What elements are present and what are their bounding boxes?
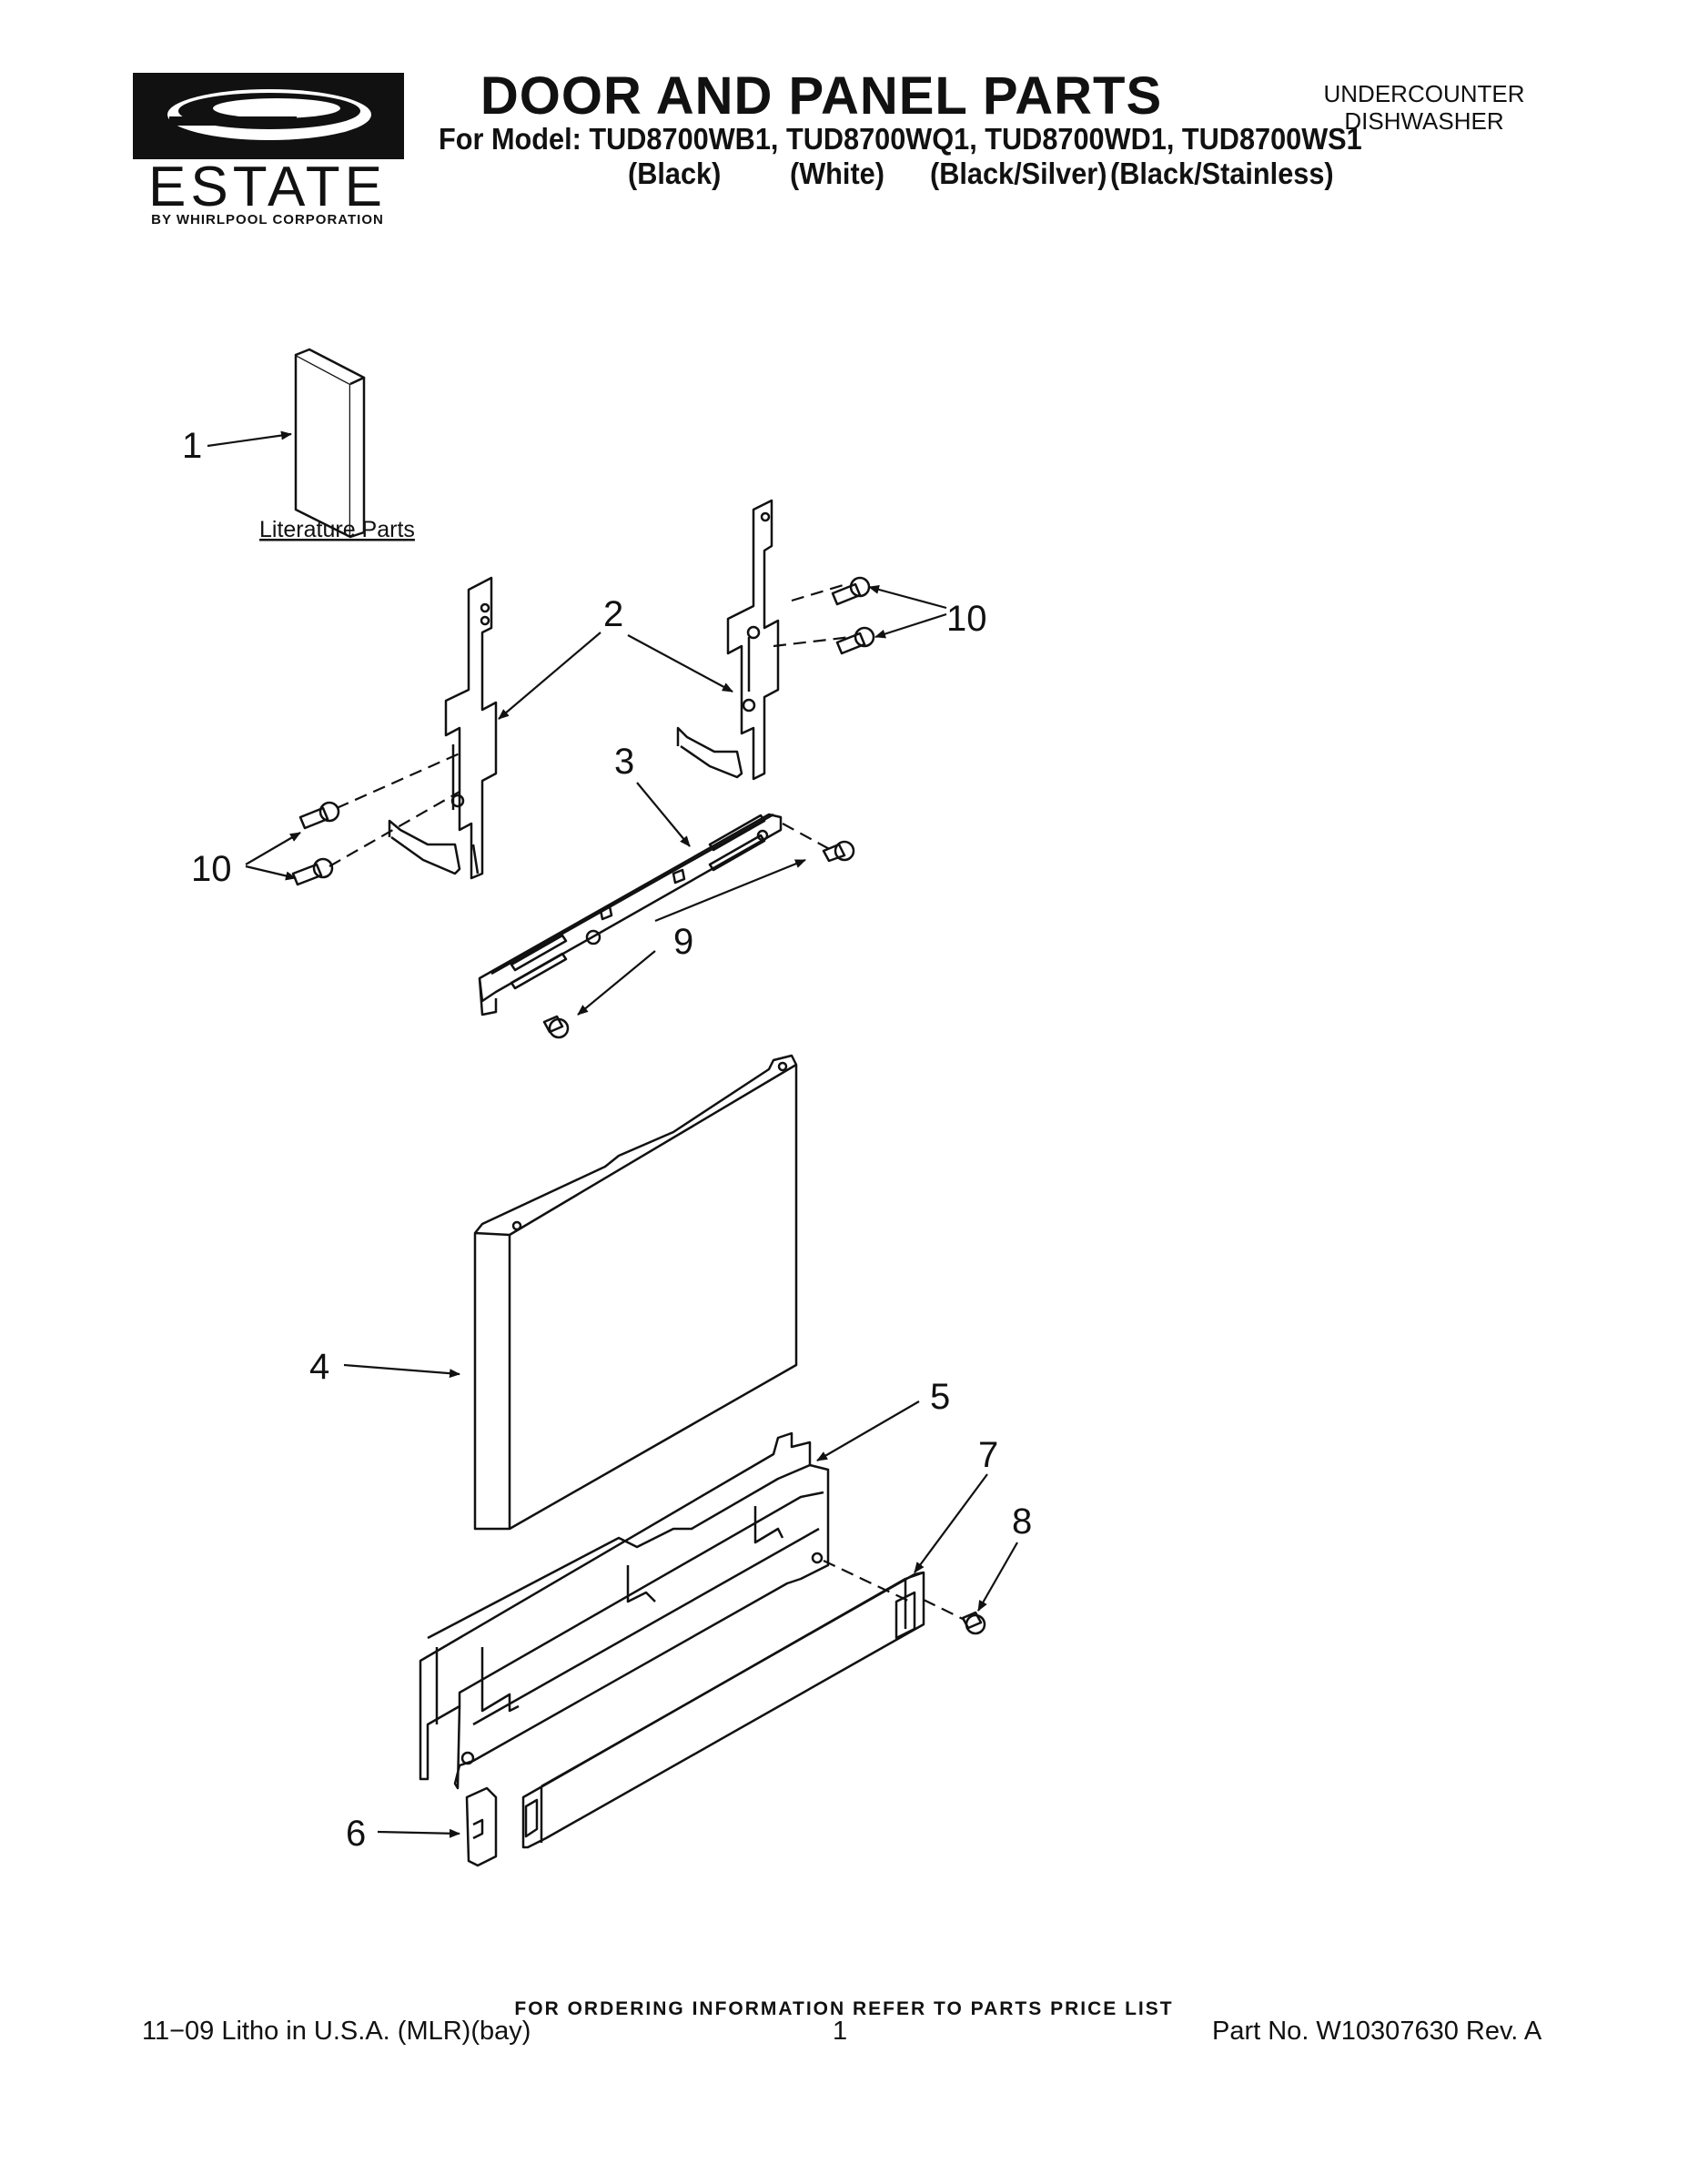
callout-10-right: 10 xyxy=(946,599,987,639)
page-title-text: DOOR AND PANEL PARTS xyxy=(480,66,1163,126)
left-hinge-bracket-part xyxy=(388,576,498,880)
screw-part xyxy=(291,576,986,1635)
callout-7: 7 xyxy=(978,1435,998,1475)
page-number: 1 xyxy=(833,2017,848,2046)
literature-parts-label: Literature Parts xyxy=(259,517,415,542)
estate-logo: ESTATE BY WHIRLPOOL CORPORATION xyxy=(133,73,404,226)
litho-info: 11−09 Litho in U.S.A. (MLR)(bay) xyxy=(142,2017,531,2046)
leader-lines xyxy=(207,430,1018,1838)
callout-9: 9 xyxy=(673,922,693,962)
ordering-note: FOR ORDERING INFORMATION REFER TO PARTS … xyxy=(514,1998,1174,2019)
callout-1: 1 xyxy=(182,426,202,466)
color-white: (White) xyxy=(790,157,884,190)
clip-part xyxy=(465,1786,498,1867)
page-title: DOOR AND PANEL PARTS xyxy=(0,66,1688,126)
door-panel-part xyxy=(473,1054,798,1531)
callout-2: 2 xyxy=(603,594,623,634)
alignment-lines xyxy=(329,582,965,1621)
logo-subtext: BY WHIRLPOOL CORPORATION xyxy=(151,212,384,226)
callout-8: 8 xyxy=(1012,1502,1032,1542)
callout-3: 3 xyxy=(614,742,634,782)
appliance-type-line1: UNDERCOUNTER xyxy=(1323,80,1525,107)
literature-booklet-part xyxy=(294,348,366,539)
callout-6: 6 xyxy=(346,1814,366,1854)
color-black-silver: (Black/Silver) xyxy=(930,157,1107,190)
color-black-stainless: (Black/Stainless) xyxy=(1110,157,1334,190)
color-black: (Black) xyxy=(628,157,722,190)
appliance-type: UNDERCOUNTER DISHWASHER xyxy=(1306,80,1542,135)
part-number: Part No. W10307630 Rev. A xyxy=(1212,2017,1542,2046)
appliance-type-line2: DISHWASHER xyxy=(1344,107,1504,135)
mounting-rail-part xyxy=(478,813,783,1016)
toe-panel-bracket-part xyxy=(419,1431,830,1790)
callout-4: 4 xyxy=(309,1347,329,1387)
callout-10-left: 10 xyxy=(191,849,232,889)
right-hinge-bracket-part xyxy=(676,499,780,781)
logo-wordmark: ESTATE xyxy=(148,156,387,218)
model-line: For Model: TUD8700WB1, TUD8700WQ1, TUD87… xyxy=(439,122,1362,156)
callout-5: 5 xyxy=(930,1377,950,1417)
